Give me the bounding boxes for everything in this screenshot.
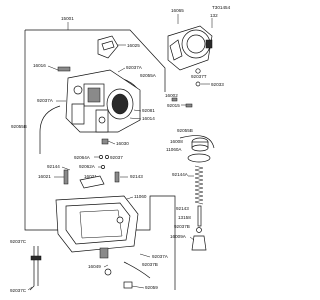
label-92144a: 92144A — [172, 172, 189, 177]
ring-92037 — [105, 155, 109, 159]
label-92064a: 92064A — [74, 155, 91, 160]
jet-16030 — [101, 138, 109, 145]
label-92037c: 92037C — [10, 239, 27, 244]
label-16016: 16016 — [33, 63, 46, 68]
label-13158: 13158 — [178, 215, 191, 220]
label-16021: 16021 — [38, 174, 51, 179]
part-16002 — [171, 97, 178, 102]
leader-92037a-top — [117, 67, 126, 73]
label-92037a-top: 92037A — [126, 65, 143, 70]
label-16014: 16014 — [142, 116, 155, 121]
float-bowl — [55, 195, 139, 259]
figure-id: T301454 — [212, 5, 231, 10]
label-16025: 16025 — [127, 43, 140, 48]
leader-16049 — [103, 264, 109, 268]
needle-92143 — [197, 205, 202, 227]
label-16049: 16049 — [88, 264, 101, 269]
leader-16009a — [189, 236, 195, 241]
leader-92081 — [133, 109, 142, 112]
assembly-frame-top — [25, 29, 166, 92]
intake-boot — [167, 25, 213, 71]
part-92015 — [185, 103, 193, 108]
label-92055b-left: 92055B — [11, 124, 27, 129]
label-92037b-low: 92037B — [142, 262, 158, 267]
leader-92059 — [131, 285, 145, 289]
label-92037t: 92037T — [191, 74, 207, 79]
pilot-screw-16016 — [57, 66, 71, 72]
leader-92144 — [61, 166, 71, 171]
label-16030: 16030 — [116, 141, 129, 146]
drain-hose — [123, 261, 151, 279]
label-132: 132 — [210, 13, 218, 18]
label-16009a: 16009A — [170, 234, 187, 239]
label-16008: 16008 — [170, 139, 183, 144]
hose-left — [39, 105, 61, 154]
clamp-left — [30, 255, 42, 261]
assembly-frame — [24, 30, 176, 290]
label-92055a: 92055A — [140, 73, 157, 78]
label-92037c-low: 92037C — [10, 288, 27, 293]
clip-13158 — [196, 227, 202, 233]
screw-16021 — [63, 169, 69, 185]
part-92059 — [123, 281, 133, 289]
label-15001: 15001 — [61, 16, 74, 21]
plug-16009a — [191, 235, 207, 251]
screw-92037t — [195, 68, 201, 74]
label-92055b: 92055B — [177, 128, 193, 133]
label-92037a-left: 92037A — [37, 98, 54, 103]
pin-92143 — [114, 171, 120, 183]
label-92081: 92081 — [142, 108, 155, 113]
spring-92144a — [194, 165, 204, 205]
label-16002: 16002 — [165, 93, 178, 98]
carburetor-exploded-diagram: T301454 16065 132 92037T 92033 15001 160… — [10, 5, 231, 293]
label-92037a-low: 92037A — [152, 254, 169, 259]
label-92144: 92144 — [47, 164, 60, 169]
label-92037b: 92037B — [174, 224, 190, 229]
top-cap-16025 — [97, 35, 119, 59]
label-92059: 92059 — [145, 285, 158, 290]
label-16065: 16065 — [171, 8, 184, 13]
leader-92037c-low — [27, 286, 33, 291]
label-92015: 92015 — [167, 103, 180, 108]
clip-92033 — [195, 81, 201, 87]
label-11060: 11060 — [134, 194, 147, 199]
washer-92064a — [99, 155, 103, 159]
label-92037: 92037 — [110, 155, 123, 160]
leader-16030 — [107, 140, 116, 145]
carburetor-body — [65, 69, 141, 133]
label-16031: 16031 — [84, 174, 97, 179]
drain-tube-left — [29, 246, 35, 291]
label-92062a: 92062A — [79, 164, 96, 169]
label-92033: 92033 — [211, 82, 224, 87]
screw-16049 — [104, 268, 112, 276]
label-11060a: 11060A — [166, 147, 182, 152]
leader-16016 — [47, 65, 59, 71]
gasket-11060a — [187, 153, 211, 163]
label-92143-b: 92143 — [176, 206, 189, 211]
label-92143: 92143 — [130, 174, 143, 179]
float-16031 — [79, 175, 105, 189]
cap-16008 — [191, 137, 209, 152]
leader-16014 — [129, 117, 142, 120]
ring-92062a — [101, 165, 105, 169]
parts-diagram-page: T301454 16065 132 92037T 92033 15001 160… — [10, 5, 231, 293]
leader-92037a-low — [139, 253, 151, 258]
